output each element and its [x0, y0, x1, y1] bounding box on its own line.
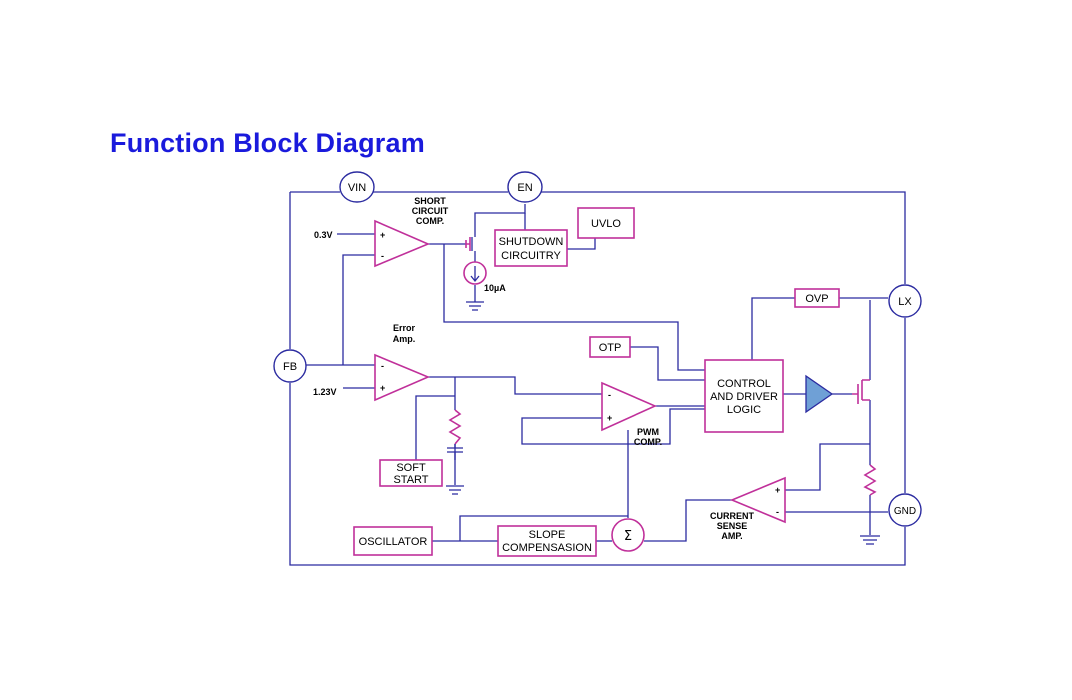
page-title: Function Block Diagram [110, 128, 425, 158]
short-circuit-comp-label: SHORT CIRCUIT COMP. [412, 196, 449, 226]
current-source-label: 10µA [484, 283, 506, 293]
svg-text:PWM: PWM [637, 427, 659, 437]
svg-text:Amp.: Amp. [393, 334, 416, 344]
current-sense-amp-label: CURRENT SENSE AMP. [710, 511, 755, 541]
cs-plus-sign: + [775, 485, 780, 495]
sense-resistor-icon [863, 464, 877, 496]
svg-text:Error: Error [393, 323, 416, 333]
pin-fb: FB [273, 349, 307, 383]
pwm-comparator [601, 381, 657, 432]
svg-text:START: START [393, 474, 428, 486]
cs-minus-sign: - [776, 507, 779, 517]
svg-text:COMP.: COMP. [416, 216, 444, 226]
soft-start-resistor-icon [448, 409, 462, 445]
slope-compensation-block: SLOPE COMPENSASION [497, 525, 597, 557]
pwm-comp-label: PWM COMP. [634, 427, 662, 447]
svg-text:COMP.: COMP. [634, 437, 662, 447]
sc-plus-sign: + [380, 230, 385, 240]
svg-text:CONTROL: CONTROL [717, 378, 771, 390]
svg-text:SOFT: SOFT [396, 462, 426, 474]
pin-vin: VIN [339, 171, 375, 203]
summing-junction: Σ [611, 518, 645, 552]
svg-text:LX: LX [898, 296, 912, 308]
svg-text:SHUTDOWN: SHUTDOWN [499, 236, 564, 248]
svg-text:CIRCUIT: CIRCUIT [412, 206, 449, 216]
soft-start-block: SOFT START [379, 459, 443, 487]
svg-text:OVP: OVP [805, 293, 828, 305]
svg-text:EN: EN [517, 182, 532, 194]
power-switch-icon [852, 379, 870, 404]
ref-0.3v-label: 0.3V [314, 230, 333, 240]
svg-text:CURRENT: CURRENT [710, 511, 755, 521]
svg-text:VIN: VIN [348, 182, 366, 194]
shutdown-block: SHUTDOWN CIRCUITRY [494, 229, 568, 267]
svg-text:SHORT: SHORT [414, 196, 446, 206]
soft-start-capacitor-icon [447, 444, 463, 460]
ovp-block: OVP [794, 288, 840, 308]
svg-text:Σ: Σ [624, 529, 632, 544]
pin-gnd: GND [888, 493, 922, 527]
pin-lx: LX [888, 284, 922, 318]
ea-minus-sign: - [381, 361, 384, 371]
svg-text:AMP.: AMP. [721, 531, 742, 541]
svg-text:SLOPE: SLOPE [529, 529, 566, 541]
current-source-icon [463, 261, 487, 285]
oscillator-block: OSCILLATOR [353, 526, 433, 556]
pwm-minus-sign: - [608, 390, 611, 400]
svg-text:UVLO: UVLO [591, 218, 621, 230]
svg-text:OSCILLATOR: OSCILLATOR [359, 536, 428, 548]
pin-en: EN [507, 171, 543, 203]
ref-1.23v-label: 1.23V [313, 387, 337, 397]
error-amplifier [374, 353, 431, 402]
otp-block: OTP [589, 336, 631, 358]
sc-minus-sign: - [381, 251, 384, 261]
uvlo-block: UVLO [577, 207, 635, 239]
error-amp-label: Error Amp. [393, 323, 416, 344]
wiring [289, 191, 906, 566]
control-driver-logic-block: CONTROL AND DRIVER LOGIC [704, 359, 784, 433]
svg-text:COMPENSASION: COMPENSASION [502, 542, 592, 554]
svg-text:SENSE: SENSE [717, 521, 748, 531]
svg-text:OTP: OTP [599, 342, 622, 354]
current-sense-amplifier [729, 476, 786, 524]
short-circuit-comparator [374, 219, 431, 268]
gate-driver [805, 374, 834, 414]
ea-plus-sign: + [380, 383, 385, 393]
svg-text:CIRCUITRY: CIRCUITRY [501, 250, 561, 262]
svg-text:LOGIC: LOGIC [727, 404, 761, 416]
shutdown-fet-icon [465, 237, 471, 251]
svg-text:GND: GND [894, 506, 916, 517]
svg-text:FB: FB [283, 361, 297, 373]
svg-text:AND DRIVER: AND DRIVER [710, 391, 778, 403]
pwm-plus-sign: + [607, 413, 612, 423]
